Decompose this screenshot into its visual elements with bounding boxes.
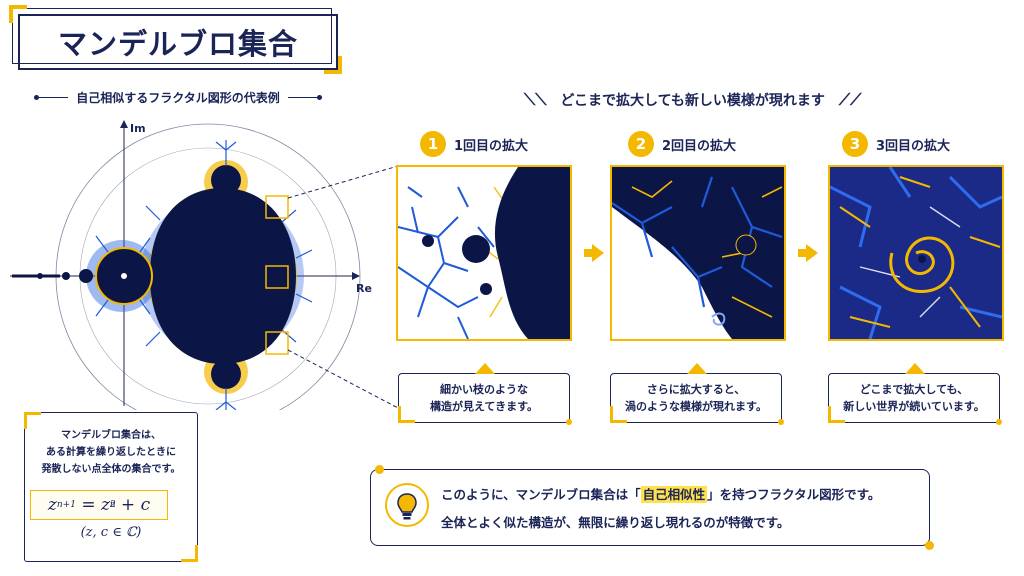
formula-description: マンデルブロ集合は、 ある計算を繰り返したときに 発散しない点全体の集合です。 [25,427,197,478]
formula-box: マンデルブロ集合は、 ある計算を繰り返したときに 発散しない点全体の集合です。 [24,412,198,562]
step-2-label: 2回目の拡大 [662,138,737,154]
summary-box: このように、マンデルブロ集合は「自己相似性」を持つフラクタル図形です。 全体とよ… [370,465,934,550]
caption-step-1-line1: 細かい枝のような [440,383,528,396]
corner-accent [9,5,27,23]
zoom-heading: ⟍⟍ どこまで拡大しても新しい模様が現れます ⟋⟋ [510,90,875,110]
small-bulb [79,269,93,283]
step-3: 3 3回目の拡大 [842,131,950,157]
caption-pointer [905,363,925,374]
re-axis-label: Re [356,282,372,295]
step-3-number: 3 [842,131,868,157]
zoom-box-top [265,195,289,219]
arrow-right-icon [798,244,818,262]
caption-step-1: 細かい枝のような 構造が見えてきます。 [398,363,572,425]
zoom-panel-1 [396,165,572,341]
arrow-right-icon [584,244,604,262]
fractal-branches [95,140,313,410]
zoom-connectors [287,165,399,409]
zoom-panel-3 [828,165,1004,341]
corner-dot [778,419,784,425]
formula-desc-line1: マンデルブロ集合は、 [61,430,161,441]
summary-line1: このように、マンデルブロ集合は「自己相似性」を持つフラクタル図形です。 [441,484,880,503]
caption-step-3: どこまで拡大しても、 新しい世界が続いています。 [828,363,1002,425]
zoom-heading-text: どこまで拡大しても新しい模様が現れます [560,93,825,109]
corner-accent [24,412,41,429]
im-axis-arrow [120,120,128,128]
step-2-number: 2 [628,131,654,157]
corner-dot [996,419,1002,425]
formula-desc-line2: ある計算を繰り返したときに [46,447,176,458]
caption-step-2-line2: 渦のような模様が現れます。 [625,400,767,413]
main-cardioid [150,188,296,364]
subtitle: 自己相似するフラクタル図形の代表例 [26,89,330,106]
corner-accent [324,56,342,74]
subtitle-line-left [34,95,69,100]
slash-mark-left: ⟍⟍ [524,90,547,109]
title-box: マンデルブロ集合 [9,5,342,74]
slash-mark-right: ⟋⟋ [838,90,862,109]
corner-accent [181,545,198,562]
corner-accent [610,406,627,423]
caption-step-1-line2: 構造が見えてきます。 [429,400,539,413]
re-axis-arrow [352,272,360,280]
caption-step-2: さらに拡大すると、 渦のような模様が現れます。 [610,363,784,425]
caption-pointer [475,363,495,374]
corner-dot [375,465,384,474]
zoom-panel-2 [610,165,786,341]
step-1: 1 1回目の拡大 [420,131,528,157]
caption-step-3-line2: 新しい世界が続いています。 [843,400,985,413]
caption-pointer [687,363,707,374]
caption-step-2-line1: さらに拡大すると、 [646,383,746,396]
step-3-label: 3回目の拡大 [876,138,951,154]
small-bulb [62,272,70,280]
caption-step-3-line1: どこまで拡大しても、 [859,383,969,396]
step-2: 2 2回目の拡大 [628,131,736,157]
im-axis-label: Im [130,122,146,135]
summary-highlight: 自己相似性 [640,486,708,503]
summary-line2: 全体とよく似た構造が、無限に繰り返し現れるのが特徴です。 [441,515,790,530]
page-title: マンデルブロ集合 [57,27,298,61]
corner-dot [925,541,934,550]
bottom-bulb [211,359,241,389]
step-1-number: 1 [420,131,446,157]
mandelbrot-diagram: Im Re [10,120,372,410]
equation-z2: z [101,495,110,515]
equation-z: z [47,495,57,515]
formula-desc-line3: 発散しない点全体の集合です。 [41,464,181,475]
corner-dot [566,419,572,425]
top-bulb [211,165,241,195]
subtitle-text: 自己相似するフラクタル図形の代表例 [76,91,280,105]
summary-line1-pre: このように、マンデルブロ集合は「 [441,487,641,502]
origin-dot [121,273,127,279]
subtitle-line-right [287,95,323,100]
step-1-label: 1回目の拡大 [454,138,529,154]
zoom-box-middle [265,265,289,289]
formula-domain: (z, c ∈ ℂ) [80,525,142,540]
corner-accent [398,406,415,423]
zoom-box-bottom [265,331,289,355]
lightbulb-icon [385,483,429,527]
summary-line1-post: 」を持つフラクタル図形です。 [707,487,881,502]
corner-accent [828,406,845,423]
